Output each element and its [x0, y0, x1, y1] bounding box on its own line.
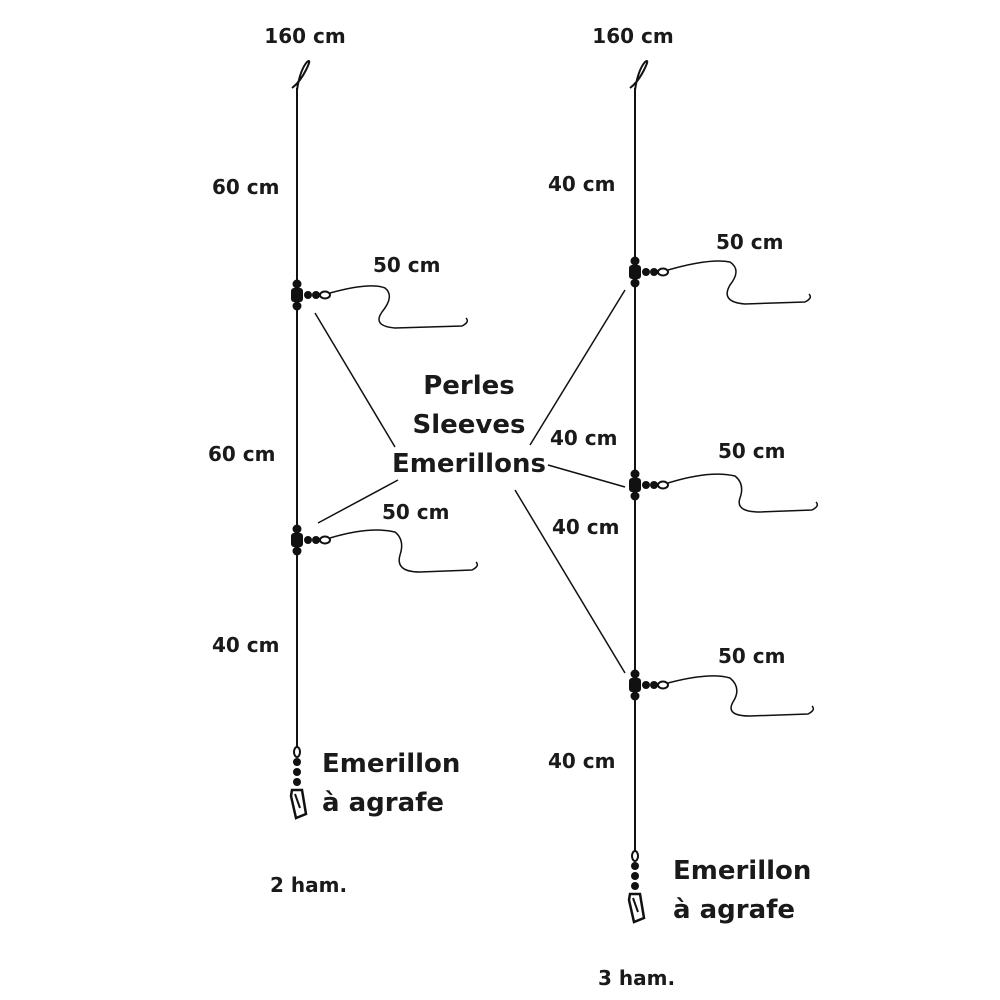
left-rig — [289, 60, 479, 820]
components-label-perles: Perles — [423, 371, 515, 401]
right-snood-1 — [667, 260, 812, 305]
left-swivel-2 — [290, 523, 331, 557]
left-snood-2-length: 50 cm — [382, 500, 450, 524]
right-rig — [627, 60, 819, 924]
right-snap-label-line1: Emerillon — [673, 856, 811, 886]
left-snood-1-length: 50 cm — [373, 253, 441, 277]
left-snap-label-line1: Emerillon — [322, 749, 460, 779]
right-snood-3 — [667, 675, 815, 717]
left-snap-swivel — [289, 745, 308, 820]
left-top-loop — [291, 60, 311, 91]
right-caption: 3 ham. — [598, 966, 675, 990]
right-segment-4-length: 40 cm — [548, 749, 616, 773]
right-snood-2-length: 50 cm — [718, 439, 786, 463]
left-snood-1 — [329, 285, 469, 329]
right-snap-swivel — [627, 849, 646, 924]
right-snap-label-line2: à agrafe — [673, 895, 795, 925]
right-segment-3-length: 40 cm — [552, 515, 620, 539]
left-caption: 2 ham. — [270, 873, 347, 897]
left-segment-3-length: 40 cm — [212, 633, 280, 657]
left-total-length: 160 cm — [264, 24, 345, 48]
right-swivel-1 — [628, 255, 669, 289]
right-snood-1-length: 50 cm — [716, 230, 784, 254]
left-snap-label-line2: à agrafe — [322, 788, 444, 818]
right-top-loop — [629, 60, 649, 91]
components-label-emerillons: Emerillons — [392, 449, 546, 479]
right-total-length: 160 cm — [592, 24, 673, 48]
left-swivel-1 — [290, 278, 331, 312]
left-segment-2-length: 60 cm — [208, 442, 276, 466]
right-segment-2-length: 40 cm — [550, 426, 618, 450]
right-swivel-3 — [628, 668, 669, 702]
components-label-sleeves: Sleeves — [413, 410, 526, 440]
right-snood-3-length: 50 cm — [718, 644, 786, 668]
right-swivel-2 — [628, 468, 669, 502]
left-segment-1-length: 60 cm — [212, 175, 280, 199]
left-snood-2 — [329, 529, 479, 573]
component-pointers — [314, 289, 626, 674]
right-segment-1-length: 40 cm — [548, 172, 616, 196]
right-snood-2 — [667, 473, 819, 513]
